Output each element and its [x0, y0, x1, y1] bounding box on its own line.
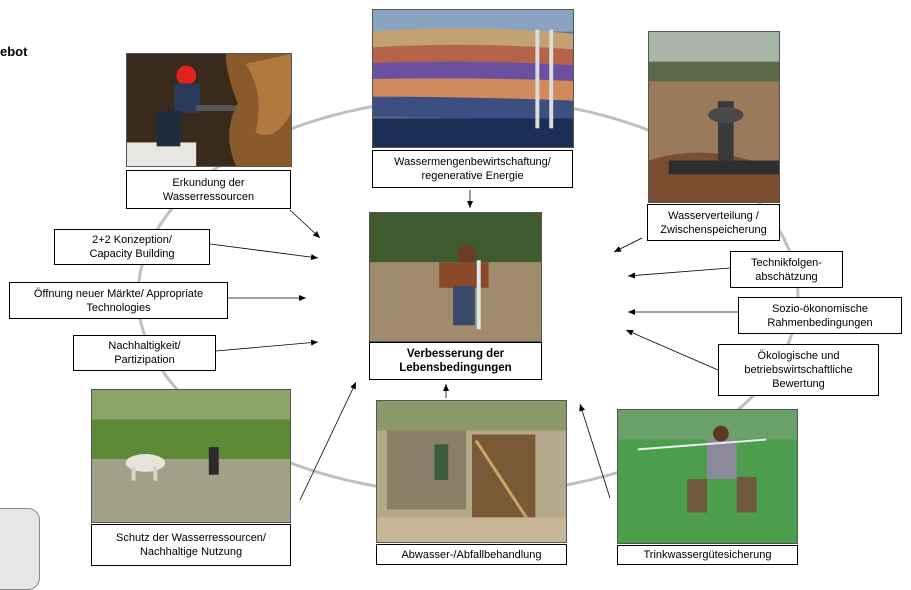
- label-schutz: Schutz der Wasserressourcen/Nachhaltige …: [91, 524, 291, 566]
- arrow-konzeption: [209, 243, 319, 261]
- label-abwasser: Abwasser-/Abfallbehandlung: [376, 544, 567, 565]
- aquifer-cross-section-photo: [372, 9, 574, 148]
- label-konzeption: 2+2 Konzeption/Capacity Building: [54, 229, 210, 265]
- page-heading: ebot: [0, 44, 28, 59]
- label-wassermengen: Wassermengenbewirtschaftung/regenerative…: [372, 150, 573, 188]
- water-sampling-photo: [617, 409, 798, 544]
- arrow-erkundung: [289, 209, 321, 239]
- rice-field-ox-plough-photo: [91, 389, 291, 523]
- label-technikfolgen: Technikfolgen-abschätzung: [730, 251, 843, 288]
- arrow-schutz: [299, 381, 357, 501]
- arrow-trinkwasser: [579, 403, 611, 499]
- arrow-oekologische: [625, 329, 719, 371]
- decorative-panel: [0, 508, 40, 590]
- label-nachhaltigkeit: Nachhaltigkeit/Partizipation: [73, 335, 216, 371]
- man-drinking-water-photo: [369, 212, 542, 342]
- cave-explorer-photo: [126, 53, 292, 167]
- arrow-technikfolgen: [627, 267, 731, 279]
- arrow-wasserverteilung: [613, 237, 643, 253]
- label-trinkwasser: Trinkwassergütesicherung: [617, 545, 798, 565]
- arrow-nachhaltigkeit: [215, 339, 319, 352]
- label-wasserverteilung: Wasserverteilung /Zwischenspeicherung: [647, 204, 780, 241]
- pipe-valve-photo: [648, 31, 780, 203]
- wastewater-treatment-photo: [376, 400, 567, 543]
